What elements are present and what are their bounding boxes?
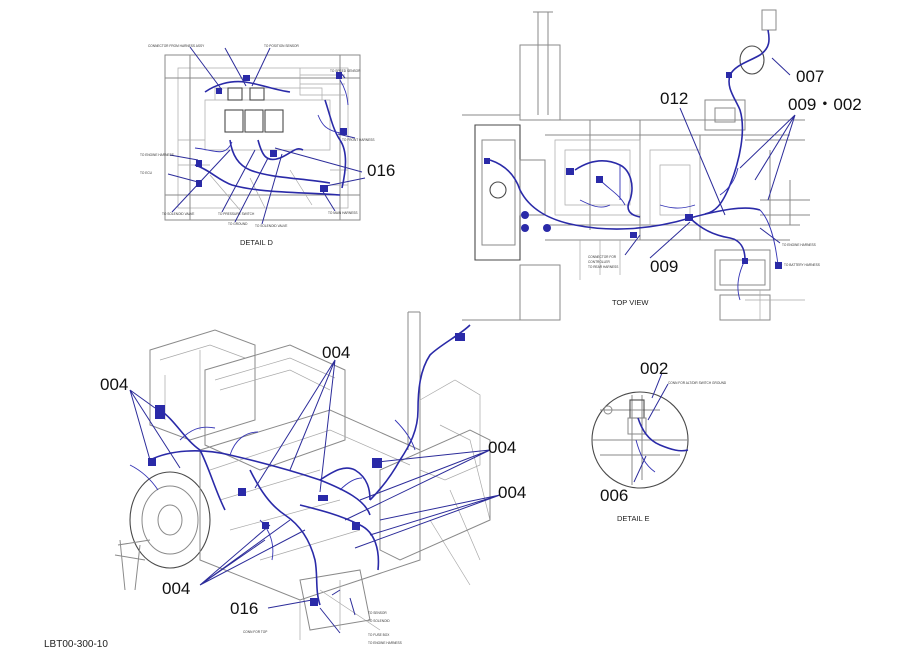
callout-009: 009 <box>650 257 678 276</box>
svg-text:CONNECTOR FROM HARNESS ASSY: CONNECTOR FROM HARNESS ASSY <box>148 44 205 48</box>
detail-e-label: DETAIL E <box>617 514 650 523</box>
callout-004-bottom: 004 <box>162 579 190 598</box>
svg-text:TO PRESSURE SWITCH: TO PRESSURE SWITCH <box>218 212 255 216</box>
callout-006-detail-e: 006 <box>600 486 628 505</box>
svg-text:TO GROUND: TO GROUND <box>228 222 248 226</box>
svg-text:CONTROLLER: CONTROLLER <box>588 260 610 264</box>
svg-text:TO POSITION SENSOR: TO POSITION SENSOR <box>264 44 300 48</box>
svg-text:TO REAR HARNESS: TO REAR HARNESS <box>588 265 618 269</box>
svg-text:TO ECU: TO ECU <box>140 171 153 175</box>
svg-text:TO ENGINE HARNESS: TO ENGINE HARNESS <box>782 243 816 247</box>
svg-text:CONN FOR ALT/DIR SWITCH GROUND: CONN FOR ALT/DIR SWITCH GROUND <box>668 381 727 385</box>
svg-text:TO BATTERY HARNESS: TO BATTERY HARNESS <box>784 263 820 267</box>
isometric-view: TO SENSOR TO SOLENOID TO FUSE BOX TO ENG… <box>100 311 526 645</box>
svg-text:TO SENSOR: TO SENSOR <box>368 611 387 615</box>
callout-004-right-lower: 004 <box>498 483 526 502</box>
top-view: CONNECTOR FOR CONTROLLER TO REAR HARNESS… <box>462 9 862 321</box>
svg-text:TO ENGINE HARNESS: TO ENGINE HARNESS <box>140 153 174 157</box>
svg-text:CONNECTOR FOR: CONNECTOR FOR <box>588 255 617 259</box>
callout-004-right-upper: 004 <box>488 438 516 457</box>
callout-002-detail-e: 002 <box>640 359 668 378</box>
callout-009-002: 009・002 <box>788 95 862 114</box>
callout-012: 012 <box>660 89 688 108</box>
callout-007: 007 <box>796 67 824 86</box>
svg-text:TO SPEED SENSOR: TO SPEED SENSOR <box>330 69 361 73</box>
svg-text:TO SOLENOID: TO SOLENOID <box>368 619 390 623</box>
callout-016-detail-d: 016 <box>367 161 395 180</box>
detail-d-view: CONNECTOR FROM HARNESS ASSY TO POSITION … <box>140 44 395 247</box>
svg-text:TO MAIN HARNESS: TO MAIN HARNESS <box>328 211 358 215</box>
top-view-label: TOP VIEW <box>612 298 649 307</box>
callout-004-upper-left: 004 <box>100 375 128 394</box>
svg-text:TO SOLENOID VALVE: TO SOLENOID VALVE <box>162 212 194 216</box>
svg-text:CONN FOR TOP: CONN FOR TOP <box>243 630 267 634</box>
callout-016-isometric: 016 <box>230 599 258 618</box>
callout-004-upper-center: 004 <box>322 343 350 362</box>
svg-text:TO FUSE BOX: TO FUSE BOX <box>368 633 390 637</box>
svg-text:TO SOLENOID VALVE: TO SOLENOID VALVE <box>255 224 287 228</box>
drawing-code: LBT00-300-10 <box>44 639 108 650</box>
svg-text:TO FRONT HARNESS: TO FRONT HARNESS <box>342 138 374 142</box>
detail-e-view: CONN FOR ALT/DIR SWITCH GROUND 002 006 D… <box>591 359 727 523</box>
svg-text:TO ENGINE HARNESS: TO ENGINE HARNESS <box>368 641 402 645</box>
detail-d-label: DETAIL D <box>240 238 274 247</box>
